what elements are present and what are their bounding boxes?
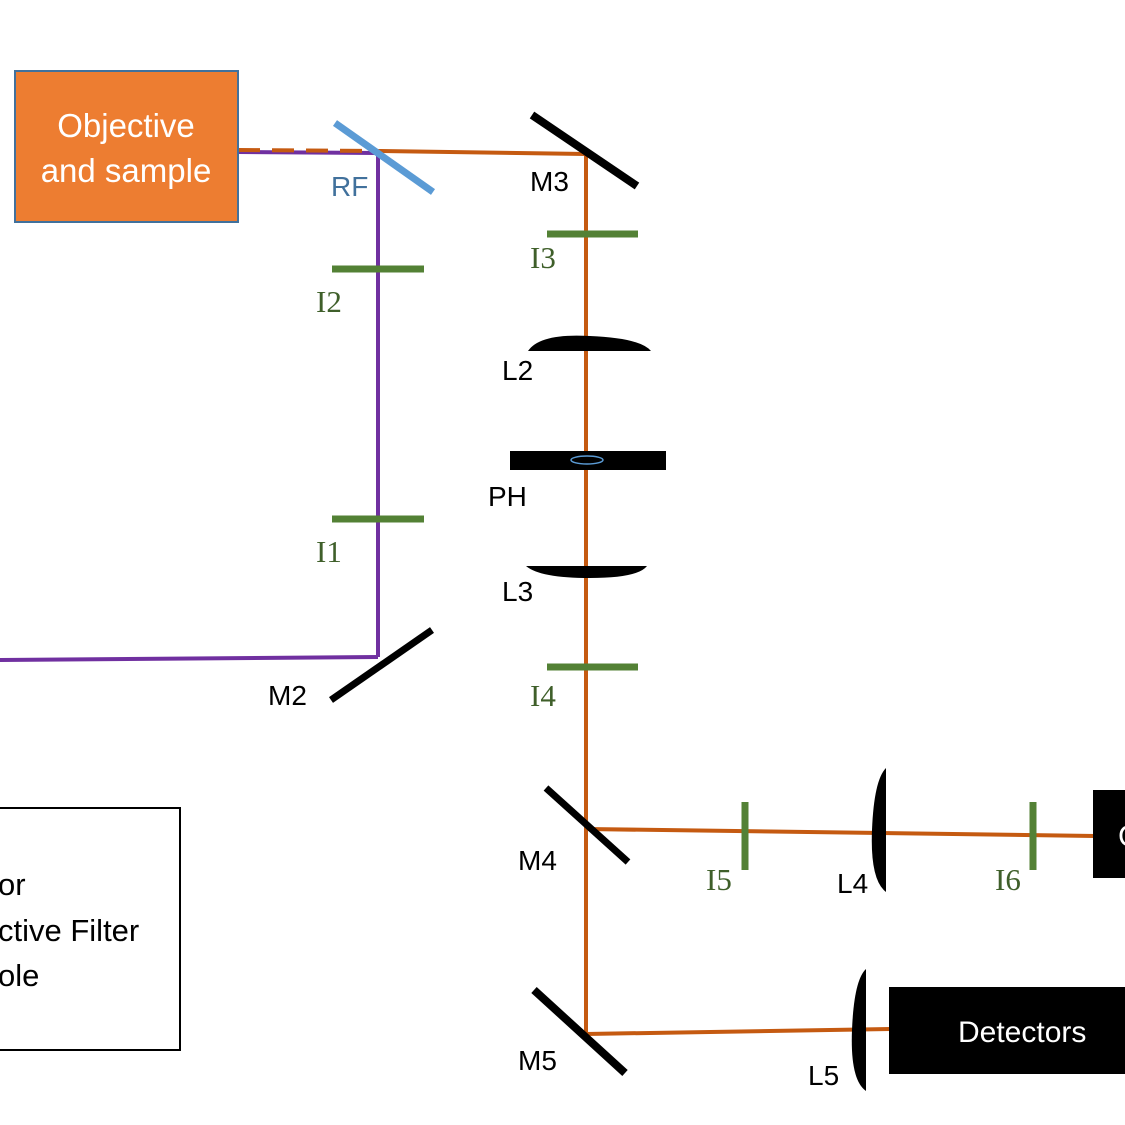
- mirror-m5-label: M5: [518, 1045, 557, 1076]
- mirror-m4-shape: [543, 785, 631, 865]
- pinhole-label: PH: [488, 481, 527, 512]
- lens-l3-shape: [526, 566, 647, 578]
- legend-box: [0, 807, 181, 1051]
- lens-l2: L2: [502, 335, 651, 386]
- lens-l5: L5: [808, 969, 866, 1091]
- emission-beam-dashed: [237, 148, 379, 153]
- iris-i1: I1: [316, 515, 424, 569]
- iris-i6: I6: [995, 802, 1037, 897]
- detectors-box: [889, 987, 1125, 1074]
- camera-box-shape: [1093, 790, 1125, 878]
- pinhole: PH: [488, 451, 666, 512]
- mirror-m2-shape: [329, 627, 434, 703]
- pinhole-aperture: [570, 455, 604, 465]
- emission-beam-rf-to-m3: [377, 149, 587, 156]
- objective-label-line1: Objective: [57, 107, 195, 144]
- objective-and-sample: Objective and sample: [14, 70, 239, 223]
- mirror-m2: M2: [268, 627, 434, 711]
- mirror-m3-label: M3: [530, 166, 569, 197]
- lens-l4-shape: [871, 768, 886, 892]
- mirror-m2-label: M2: [268, 680, 307, 711]
- iris-i6-label: I6: [995, 862, 1021, 897]
- lens-l4: L4: [837, 768, 886, 899]
- detectors-label: Detectors: [958, 1016, 1086, 1049]
- emission-beam: [237, 148, 1096, 1036]
- lens-l2-label: L2: [502, 355, 533, 386]
- iris-i1-label: I1: [316, 534, 342, 569]
- lens-l5-shape: [851, 969, 866, 1091]
- mirror-m3: M3: [529, 111, 640, 197]
- mirror-m4: M4: [518, 785, 631, 876]
- iris-i5: I5: [706, 802, 749, 897]
- reflective-filter-shape: [332, 120, 436, 195]
- mirror-m5: M5: [518, 987, 628, 1076]
- mirror-m5-shape: [531, 987, 628, 1076]
- iris-i3: I3: [530, 230, 638, 275]
- detectors: Detectors: [889, 987, 1125, 1074]
- lens-l3-label: L3: [502, 576, 533, 607]
- iris-i3-label: I3: [530, 240, 556, 275]
- legend-line-2: ctive Filter: [0, 913, 139, 948]
- iris-i4-label: I4: [530, 678, 556, 713]
- pinhole-plate: [510, 451, 666, 470]
- iris-i2-label: I2: [316, 284, 342, 319]
- excitation-beam: [0, 150, 380, 662]
- lens-l4-label: L4: [837, 868, 868, 899]
- legend-line-3: ole: [0, 958, 39, 993]
- mirror-m3-shape: [529, 111, 640, 190]
- lens-l3: L3: [502, 566, 647, 607]
- legend-line-1: or: [0, 867, 26, 902]
- reflective-filter-label: RF: [331, 171, 368, 202]
- objective-label-line2: and sample: [41, 152, 212, 189]
- emission-beam-m5-to-detectors: [585, 1027, 891, 1036]
- lens-l5-label: L5: [808, 1060, 839, 1091]
- lens-l2-shape: [528, 335, 651, 351]
- camera-box: C: [1093, 790, 1125, 878]
- iris-i4: I4: [530, 663, 638, 713]
- iris-i2: I2: [316, 265, 424, 319]
- camera-box-label: C: [1118, 820, 1125, 853]
- emission-beam-m4-to-camera: [585, 827, 1096, 838]
- legend: or ctive Filter ole: [0, 807, 181, 1051]
- reflective-filter: RF: [331, 120, 436, 202]
- mirror-m4-label: M4: [518, 845, 557, 876]
- iris-i5-label: I5: [706, 862, 732, 897]
- objective-box: [14, 70, 239, 223]
- excitation-beam-from-left: [0, 655, 379, 662]
